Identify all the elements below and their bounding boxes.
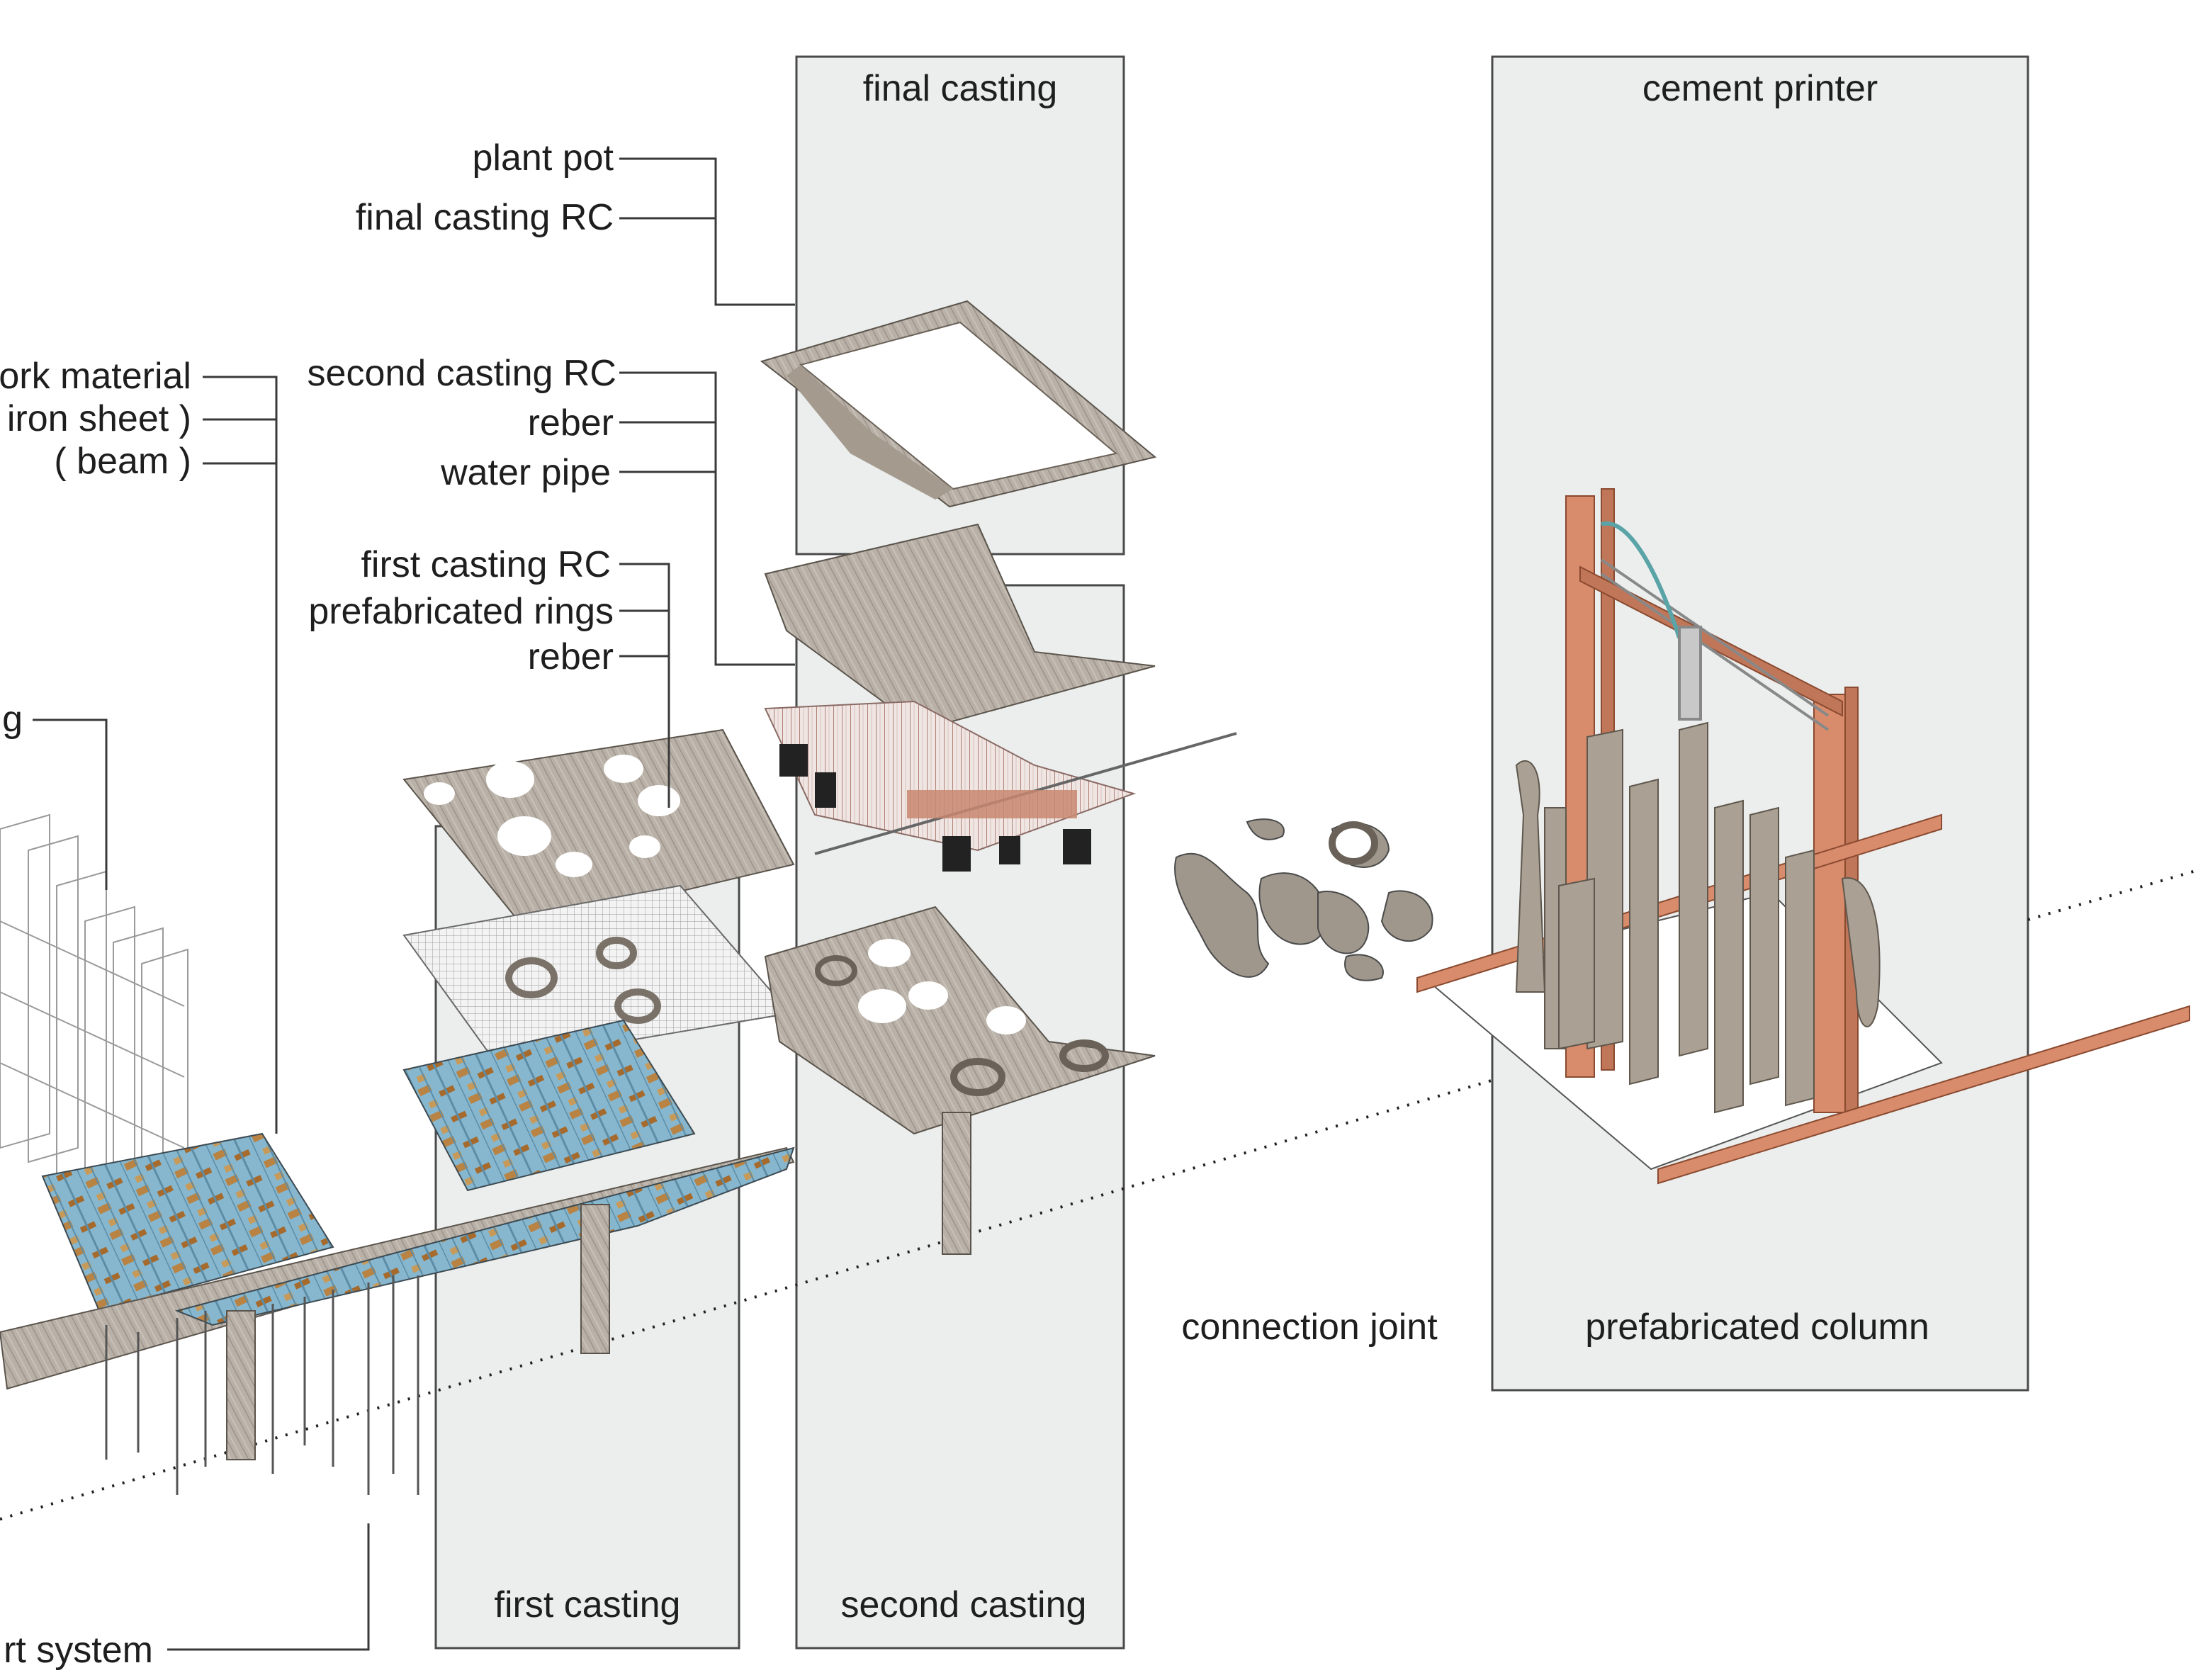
panel-title-cement-printer: cement printer (1642, 68, 1878, 109)
second-casting-lower-slab (764, 906, 1156, 1135)
axis-dotted-upper (2027, 869, 2198, 921)
iron-sheet-beam (174, 1146, 795, 1326)
iron-sheet-left (41, 1132, 334, 1312)
callout-water-pipe: water pipe (440, 452, 611, 493)
callout-scaffolding: g (2, 699, 23, 740)
column-left (226, 1310, 256, 1460)
prefabricated-columns (1515, 721, 1881, 1114)
first-casting-iron-sheet (402, 1019, 696, 1192)
callout-plant-pot: plant pot (473, 137, 614, 179)
printer-rails (1600, 521, 1830, 731)
panel-title-final-casting: final casting (863, 68, 1058, 109)
second-casting-slab (764, 523, 1156, 731)
column-second (942, 1112, 971, 1255)
panel-title-first-casting: first casting (495, 1584, 681, 1625)
panel-title-prefabricated-column: prefabricated column (1585, 1307, 1929, 1348)
callout-reber-second: reber (528, 402, 614, 444)
plant-pot (760, 300, 1157, 508)
callout-first-casting-rc: first casting RC (361, 544, 611, 585)
axis-dotted-lower (0, 1078, 1494, 1521)
panel-title-second-casting: second casting (841, 1584, 1087, 1625)
column-first (580, 1204, 610, 1354)
callout-support-system: rt system (4, 1630, 153, 1671)
connection-joint-pieces (1174, 818, 1433, 981)
callout-formwork-material: ork material (0, 356, 191, 397)
leader-lines (33, 157, 795, 1651)
callout-beam: ( beam ) (54, 441, 191, 482)
callout-second-casting-rc: second casting RC (308, 353, 616, 394)
callout-iron-sheet: iron sheet ) (7, 398, 191, 439)
support-system-rods (105, 1275, 419, 1495)
label-connection-joint: connection joint (1181, 1307, 1438, 1348)
callout-final-casting-rc: final casting RC (356, 197, 614, 238)
callout-prefabricated-rings: prefabricated rings (308, 591, 614, 632)
first-casting-slab (402, 728, 795, 930)
callout-reber-first: reber (528, 636, 614, 677)
water-pipe-layer (764, 700, 1237, 872)
